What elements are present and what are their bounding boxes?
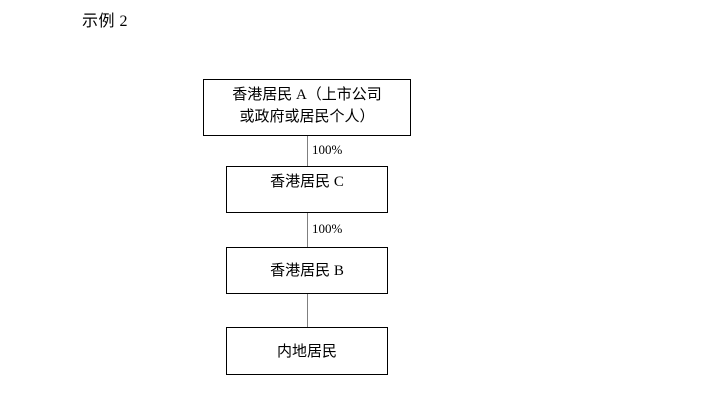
node-label: 香港居民 A（上市公司 或政府或居民个人） (232, 87, 382, 125)
node-label: 香港居民 C (270, 174, 344, 190)
connector-a-to-c (307, 136, 308, 166)
connector-b-to-mainland-resident (307, 294, 308, 327)
edge-label-a-to-c: 100% (312, 142, 343, 157)
node-label: 香港居民 B (270, 263, 344, 279)
node-hong-kong-resident-c[interactable]: 香港居民 C (226, 166, 388, 213)
node-hong-kong-resident-a[interactable]: 香港居民 A（上市公司 或政府或居民个人） (203, 79, 411, 136)
connector-c-to-b (307, 213, 308, 247)
page-title: 示例 2 (82, 13, 129, 30)
node-mainland-resident[interactable]: 内地居民 (226, 327, 388, 375)
node-label: 内地居民 (276, 344, 337, 360)
edge-label-c-to-b: 100% (312, 221, 343, 236)
node-hong-kong-resident-b[interactable]: 香港居民 B (226, 247, 388, 294)
